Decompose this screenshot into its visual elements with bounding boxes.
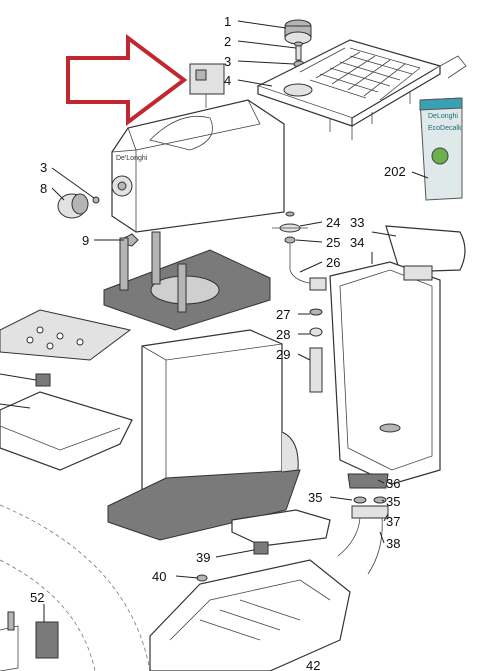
part-label-3b: 3: [40, 160, 47, 175]
part-label-40: 40: [152, 569, 166, 584]
part-knob-8: [57, 193, 89, 219]
part-label-24: 24: [326, 215, 340, 230]
part-label-37: 37: [386, 514, 400, 529]
part-label-35a: 35: [308, 490, 322, 505]
part-drip-tray: [0, 373, 133, 471]
part-fittings-24-29: [272, 211, 327, 393]
dashed-arc-inner: [0, 559, 96, 671]
part-label-26: 26: [326, 255, 340, 270]
part-label-1: 1: [224, 14, 231, 29]
part-label-2: 2: [224, 34, 231, 49]
part-decalk-box-202: DeLonghi EcoDecalk: [419, 97, 463, 201]
part-label-28: 28: [276, 327, 290, 342]
part-label-8: 8: [40, 181, 47, 196]
part-label-33: 33: [350, 215, 364, 230]
panel-logo: De'Longhi: [116, 155, 148, 162]
red-pointer-arrow: [66, 34, 188, 126]
part-water-tank-34: [329, 225, 466, 485]
part-label-27: 27: [276, 307, 290, 322]
part-label-4: 4: [224, 73, 231, 88]
part-label-25: 25: [326, 235, 340, 250]
part-switch-39: [253, 541, 269, 555]
part-label-52: 52: [30, 590, 44, 605]
box-name: EcoDecalk: [428, 125, 462, 132]
part-washer-3b: [92, 196, 100, 204]
part-label-3: 3: [224, 54, 231, 69]
part-bracket: [231, 509, 331, 547]
part-label-39: 39: [196, 550, 210, 565]
part-drip-grid: [0, 309, 132, 361]
part-label-38: 38: [386, 536, 400, 551]
part-label-42: 42: [306, 658, 320, 671]
part-top-valve: [189, 63, 225, 108]
part-base-frame: [103, 231, 271, 331]
part-label-35b: 35: [386, 494, 400, 509]
box-brand: DeLonghi: [428, 113, 458, 120]
part-board-52: [0, 611, 59, 671]
leader-lines: [0, 20, 429, 622]
part-cup-tray-4: [256, 39, 467, 140]
part-knob-1: [284, 19, 312, 45]
part-screw-2: [294, 41, 303, 61]
part-water-housing: [107, 329, 301, 541]
part-label-34: 34: [350, 235, 364, 250]
part-label-36: 36: [386, 476, 400, 491]
part-valve-35-38: [337, 473, 389, 575]
part-label-29: 29: [276, 347, 290, 362]
dashed-arc-outer: [0, 504, 151, 671]
part-label-202: 202: [384, 164, 406, 179]
part-label-9: 9: [82, 233, 89, 248]
part-numbers: 1 2 3 4 3 8 9 202 24 25 26 33 34 27 28 2…: [30, 14, 406, 671]
part-bottom-base-42: [149, 559, 351, 671]
part-main-housing: De'Longhi: [111, 99, 285, 233]
